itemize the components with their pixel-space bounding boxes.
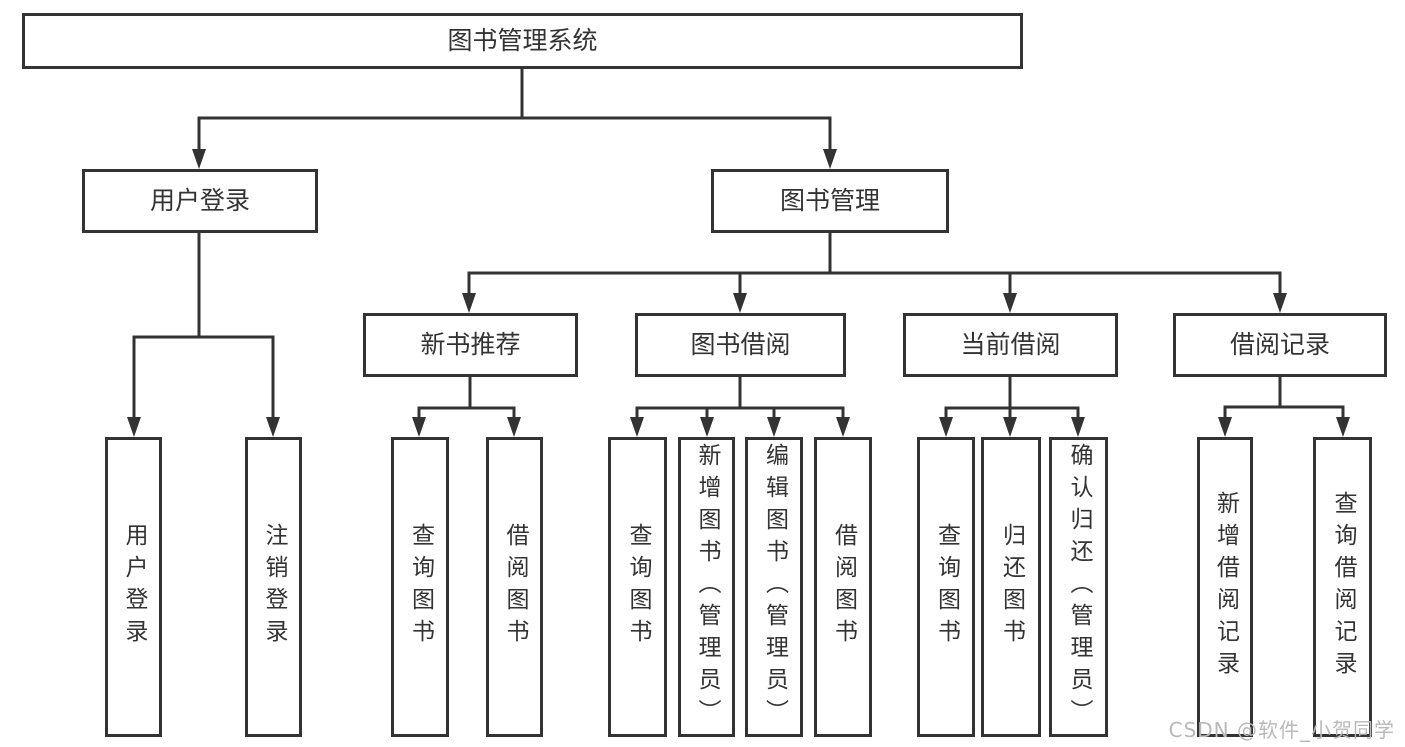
leaf-label: 查询借阅记录 — [1330, 491, 1356, 683]
leaf-label: 借阅图书 — [830, 523, 857, 651]
leaf-label: 归还图书 — [998, 523, 1025, 651]
leaf-add-borrow-record: 新增借阅记录 — [1197, 437, 1253, 737]
leaf-logout: 注销登录 — [245, 437, 302, 737]
watermark-csdn: CSDN @软件_小贺同学 — [1168, 718, 1395, 742]
node-book-management: 图书管理 — [711, 169, 949, 233]
leaf-query-books-current: 查询图书 — [917, 437, 975, 737]
leaf-confirm-return-admin: 确认归还（管理员） — [1049, 437, 1108, 737]
leaf-return-books: 归还图书 — [981, 437, 1041, 737]
leaf-label: 查询图书 — [933, 523, 960, 651]
leaf-label: 编辑图书（管理员） — [761, 443, 788, 731]
node-user-login: 用户登录 — [82, 169, 318, 233]
leaf-borrow-books: 借阅图书 — [814, 437, 872, 737]
leaf-label: 用户登录 — [121, 523, 147, 651]
node-current-borrow: 当前借阅 — [903, 313, 1118, 377]
node-new-book-recommend: 新书推荐 — [363, 313, 578, 377]
leaf-query-books-recommend: 查询图书 — [391, 437, 449, 737]
leaf-query-books-borrow: 查询图书 — [608, 437, 667, 737]
leaf-edit-books-admin: 编辑图书（管理员） — [745, 437, 803, 737]
leaf-label: 查询图书 — [407, 523, 434, 651]
leaf-borrow-books-recommend: 借阅图书 — [486, 437, 543, 737]
leaf-label: 注销登录 — [261, 523, 287, 651]
leaf-query-borrow-record: 查询借阅记录 — [1313, 437, 1372, 737]
leaf-label: 新增图书（管理员） — [694, 443, 720, 731]
node-borrow-records: 借阅记录 — [1173, 313, 1387, 377]
leaf-label: 借阅图书 — [502, 523, 528, 651]
leaf-label: 查询图书 — [625, 523, 651, 651]
node-book-borrow: 图书借阅 — [635, 313, 846, 377]
node-library-management-system: 图书管理系统 — [22, 13, 1023, 69]
leaf-add-books-admin: 新增图书（管理员） — [678, 437, 735, 737]
leaf-label: 新增借阅记录 — [1212, 491, 1239, 683]
leaf-label: 确认归还（管理员） — [1066, 443, 1092, 731]
leaf-user-login: 用户登录 — [105, 437, 162, 737]
